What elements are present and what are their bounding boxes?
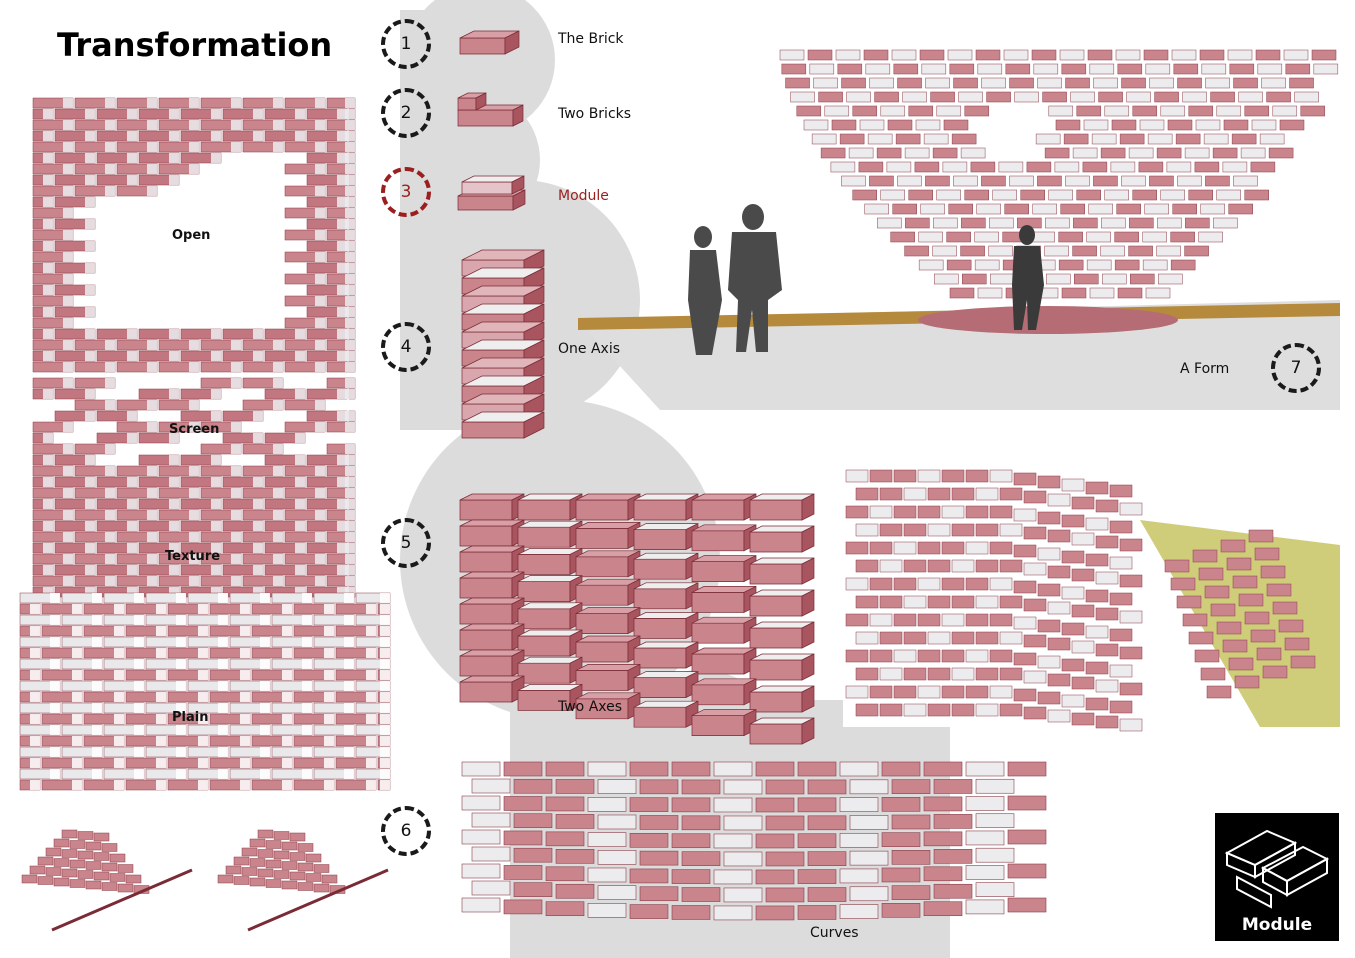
step-5-label: Two Axes [558, 699, 623, 715]
step-1-badge: 1 [381, 19, 431, 69]
step-7-badge: 7 [1271, 343, 1321, 393]
wall-screen [32, 377, 356, 466]
curved-wall [461, 761, 1047, 921]
two-axes-wall [459, 493, 815, 745]
pavilion-perspective [843, 465, 1340, 732]
wall-texture [32, 465, 356, 598]
wall-label-texture: Texture [165, 549, 221, 564]
step-4-badge: 4 [381, 322, 431, 372]
step-2-label: Two Bricks [558, 106, 632, 122]
brick-form-pavilion [779, 49, 1339, 334]
perspective-wall-2 [217, 829, 389, 932]
wall-open [32, 97, 356, 373]
module-drawing [457, 175, 526, 211]
single-brick [459, 30, 520, 55]
wall-label-plain: Plain [172, 710, 209, 725]
step-2-badge: 2 [381, 88, 431, 138]
perspective-wall-1 [21, 829, 193, 932]
module-badge: Module [1215, 813, 1339, 941]
wall-label-screen: Screen [169, 422, 220, 437]
step-6-label: Curves [810, 925, 859, 941]
step-4-label: One Axis [558, 341, 621, 357]
step-1-label: The Brick [558, 31, 624, 47]
human-silhouettes [688, 204, 1044, 355]
step-7-label: A Form [1180, 361, 1230, 377]
step-6-badge: 6 [381, 806, 431, 856]
step-5-badge: 5 [381, 518, 431, 568]
page-title: Transformation [57, 26, 333, 64]
wall-label-open: Open [172, 228, 211, 243]
wall-plain [19, 592, 391, 791]
module-badge-label: Module [1241, 915, 1313, 935]
module-icon [1224, 829, 1330, 909]
two-bricks [457, 92, 524, 127]
step-3-label: Module [558, 188, 609, 204]
one-axis-column [461, 249, 545, 439]
step-3-badge: 3 [381, 167, 431, 217]
